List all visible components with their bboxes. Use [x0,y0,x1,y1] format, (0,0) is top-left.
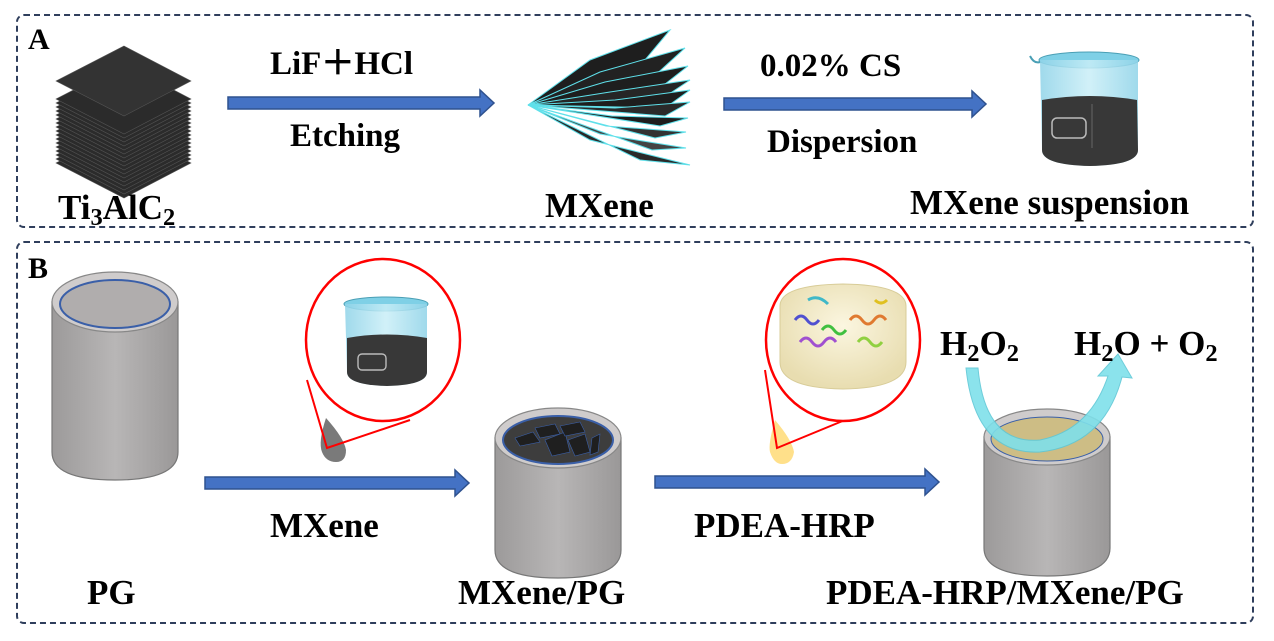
mxene-pg-electrode-icon [494,407,622,579]
panel-b-letter: B [28,252,49,285]
mxene-label: MXene [545,186,654,225]
ti3alc2-stack-icon [55,45,192,199]
formula-subscript: 2 [1205,340,1218,368]
dispersion-reagent-label: 0.02% CS [760,48,902,84]
ti3alc2-label: Ti3AlC2 [58,188,175,230]
catalysis-curved-arrow [965,353,1133,453]
panel-b-frame [16,241,1254,624]
formula-subscript: 2 [162,204,176,232]
mxene-modification-arrow [204,468,471,498]
formula-part: H [1074,324,1102,363]
panel-a-letter: A [28,23,50,56]
h2o2-reactant-label: H2O2 [940,324,1019,366]
formula-part: O + O [1113,324,1206,363]
panel-a-frame [16,14,1254,228]
formula-part: AlC [102,188,163,227]
mxene-suspension-label: MXene suspension [910,183,1190,222]
pdea-hrp-mxene-pg-label: PDEA-HRP/MXene/PG [826,573,1184,612]
pg-electrode-icon [51,271,179,481]
formula-subscript: 2 [1006,340,1019,368]
pg-label: PG [87,573,136,612]
formula-subscript: 2 [1101,340,1114,368]
dispersion-arrow [723,89,988,119]
formula-part: Ti [58,188,91,227]
formula-subscript: 3 [90,204,103,232]
mxene-step-label: MXene [270,506,379,545]
formula-subscript: 2 [967,340,980,368]
mxene-drop-callout [304,257,462,462]
mxene-pg-label: MXene/PG [458,573,626,612]
mxene-sheets-icon [527,28,691,166]
pdea-hrp-modification-arrow [654,467,941,497]
formula-part: O [979,324,1007,363]
h2o-o2-product-label: H2O + O2 [1074,324,1218,366]
pdea-hrp-step-label: PDEA-HRP [694,506,875,545]
etching-reagent-label: LiF＋HCl [270,46,414,82]
formula-part: H [940,324,968,363]
etching-process-label: Etching [290,118,401,154]
dispersion-process-label: Dispersion [767,124,918,160]
mxene-suspension-beaker-icon [1029,51,1140,166]
etching-arrow [227,88,496,118]
pdea-hrp-drop-callout [764,257,922,464]
